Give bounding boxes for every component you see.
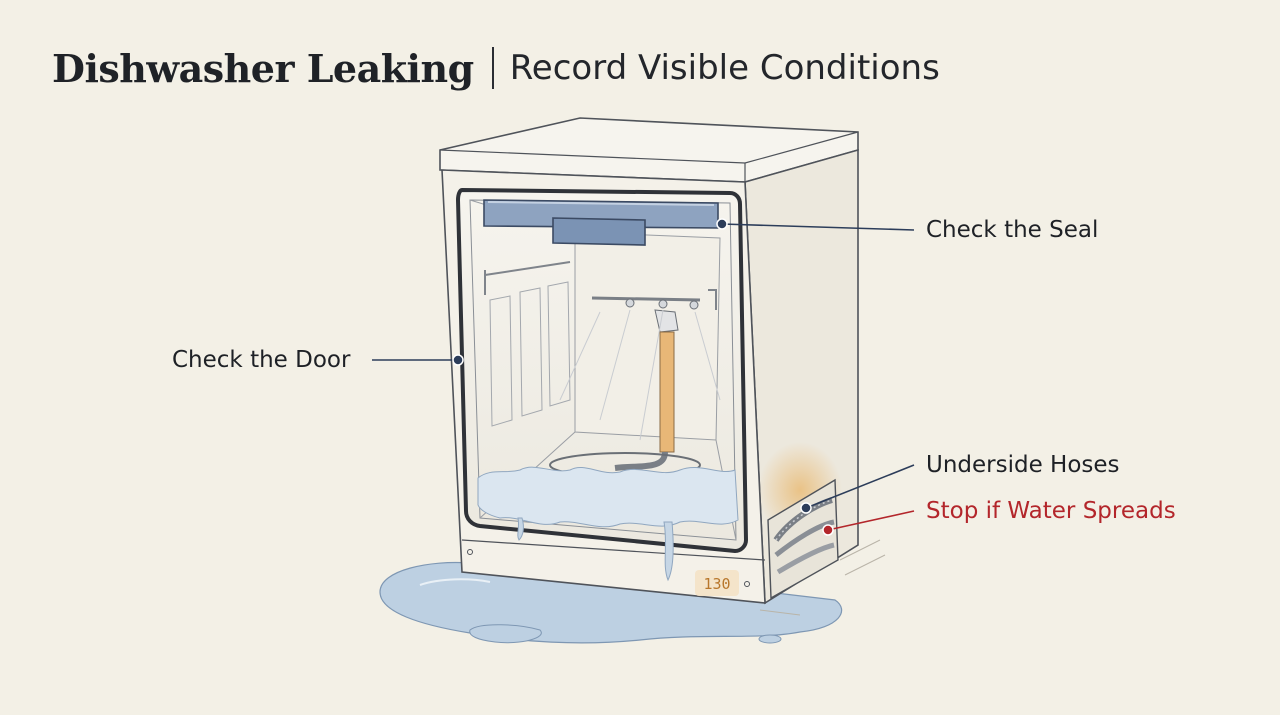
display-readout: 130 <box>703 575 730 593</box>
callout-hoses-leader <box>800 464 915 514</box>
hose-access-panel <box>767 478 839 600</box>
title-divider <box>491 47 494 89</box>
callout-hoses-label: Underside Hoses <box>926 452 1120 478</box>
callout-door-leader <box>372 354 464 366</box>
callout-door-label: Check the Door <box>172 347 351 373</box>
water-puddle <box>379 561 843 644</box>
kick-plate-screw <box>467 549 473 555</box>
door-opening <box>455 187 749 554</box>
title-main: Dishwasher Leaking <box>52 45 474 91</box>
callout-stop-label: Stop if Water Spreads <box>926 498 1176 524</box>
callout-seal-label: Check the Seal <box>926 217 1099 243</box>
suds-foam <box>477 466 739 582</box>
page-title: Dishwasher Leaking Record Visible Condit… <box>52 40 940 96</box>
kick-plate <box>461 539 766 561</box>
callout-seal-leader <box>716 218 915 231</box>
upper-spray-housing <box>483 199 719 246</box>
title-subtitle: Record Visible Conditions <box>509 48 940 88</box>
spray-arm-assembly <box>549 296 721 478</box>
callout-stop-leader <box>822 510 915 536</box>
control-display: 130 <box>695 570 750 596</box>
floor-hatch <box>759 539 886 616</box>
